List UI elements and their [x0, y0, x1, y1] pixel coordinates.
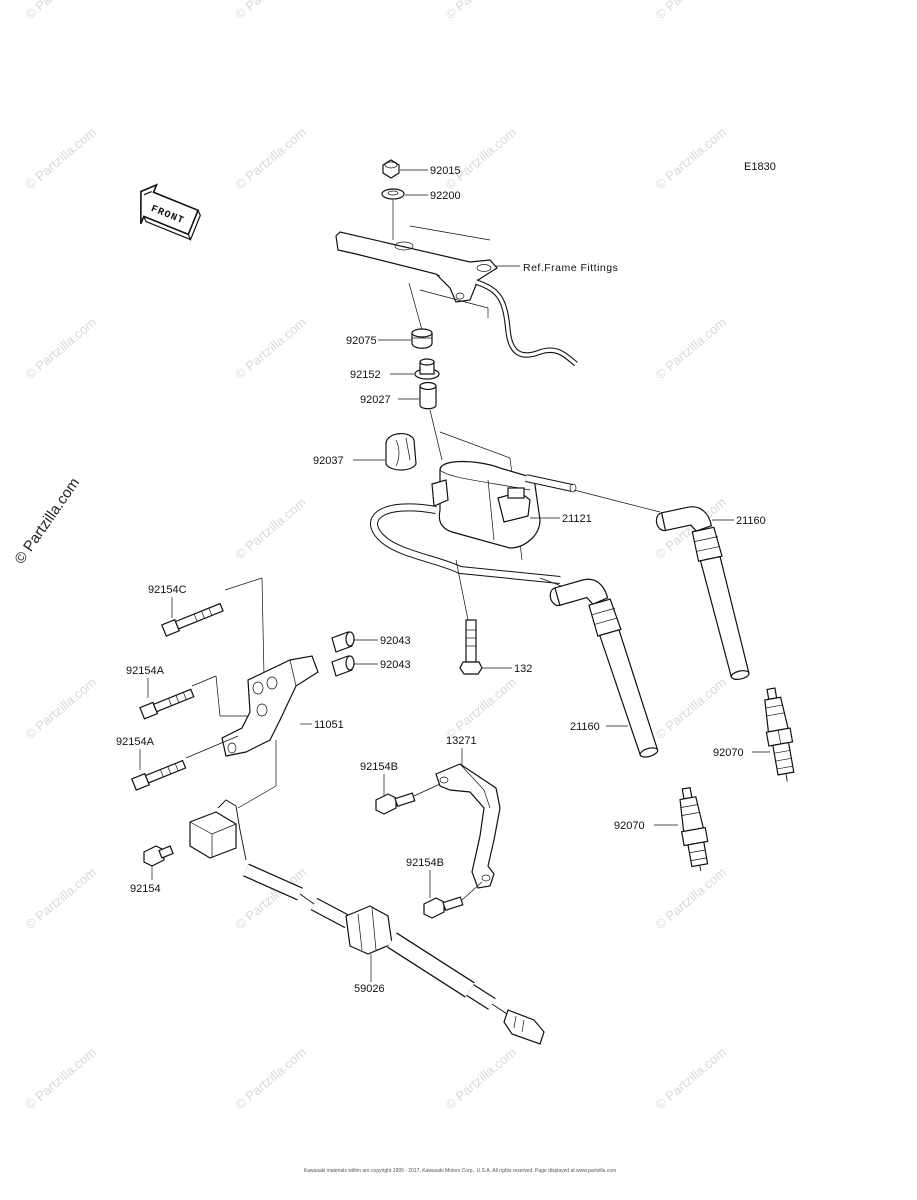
bolt-92154B-bottom: [423, 896, 464, 919]
watermark: © Partzilla.com: [232, 124, 309, 192]
pickup-coil-59026: [189, 799, 545, 1045]
bracket-11051: [221, 655, 319, 757]
ignition-coil-21121: [370, 460, 577, 584]
watermark: © Partzilla.com: [442, 124, 519, 192]
watermark: © Partzilla.com: [232, 1044, 309, 1112]
watermark: © Partzilla.com: [652, 1044, 729, 1112]
watermark: © Partzilla.com: [652, 124, 729, 192]
watermark: © Partzilla.com: [232, 0, 309, 22]
watermark: © Partzilla.com: [232, 314, 309, 382]
spark-plug-92070-right: [764, 687, 795, 782]
label-21121: 21121: [562, 513, 592, 525]
watermark: © Partzilla.com: [442, 1044, 519, 1112]
label-92200: 92200: [430, 190, 461, 202]
bolt-92154: [143, 845, 174, 867]
collar-92152: [414, 358, 440, 380]
watermark: © Partzilla.com: [652, 314, 729, 382]
copyright-footer: Kawasaki materials within are copyright …: [303, 1168, 617, 1174]
label-92043-bottom: 92043: [380, 659, 411, 671]
label-92037: 92037: [313, 455, 344, 467]
label-92154C: 92154C: [148, 584, 187, 596]
collar-92043-bottom: [331, 655, 355, 677]
side-watermark: © Partzilla.com: [11, 475, 83, 568]
clamp-92037: [385, 433, 417, 471]
collar-92043-top: [331, 631, 355, 653]
sleeve-92027: [419, 381, 437, 410]
label-21160-right: 21160: [736, 515, 766, 527]
label-11051: 11051: [314, 719, 344, 731]
bolt-92154C: [161, 602, 224, 637]
washer-92200: [381, 188, 405, 200]
watermark: © Partzilla.com: [22, 1044, 99, 1112]
label-92154: 92154: [130, 883, 161, 895]
label-92152: 92152: [350, 369, 381, 381]
label-92154A-bottom: 92154A: [116, 736, 155, 748]
watermark: © Partzilla.com: [652, 864, 729, 932]
watermark: © Partzilla.com: [232, 494, 309, 562]
spark-plug-92070-left: [679, 786, 709, 872]
spark-plug-cap-21160-right: [655, 506, 750, 680]
watermark: © Partzilla.com: [442, 0, 519, 22]
label-13271: 13271: [446, 735, 477, 747]
watermark: © Partzilla.com: [442, 674, 519, 742]
label-92015: 92015: [430, 165, 461, 177]
label-ref-frame-fittings: Ref.Frame Fittings: [523, 262, 618, 274]
watermark: © Partzilla.com: [22, 314, 99, 382]
label-92027: 92027: [360, 394, 391, 406]
spark-plug-cap-21160-left: [549, 578, 659, 758]
watermark: © Partzilla.com: [22, 674, 99, 742]
label-92043-top: 92043: [380, 635, 411, 647]
label-92154B-bottom: 92154B: [406, 857, 444, 869]
watermark: © Partzilla.com: [22, 0, 99, 22]
front-arrow-icon: FRONT: [140, 183, 201, 242]
grommet-92075: [411, 328, 433, 349]
label-92070-left: 92070: [614, 820, 645, 832]
label-92075: 92075: [346, 335, 377, 347]
watermark: © Partzilla.com: [652, 0, 729, 22]
watermark: © Partzilla.com: [22, 124, 99, 192]
diagram-code: E1830: [744, 161, 776, 173]
label-92070-right: 92070: [713, 747, 744, 759]
label-59026: 59026: [354, 983, 385, 995]
label-92154A-top: 92154A: [126, 665, 165, 677]
label-21160-left: 21160: [570, 721, 600, 733]
watermark: © Partzilla.com: [22, 864, 99, 932]
bolt-92154A-top: [139, 688, 195, 720]
label-132: 132: [514, 663, 532, 675]
label-92154B-top: 92154B: [360, 761, 398, 773]
bolt-92154B-top: [375, 792, 416, 815]
frame-bracket: [335, 231, 578, 367]
nut-92015: [382, 159, 400, 179]
bolt-132: [459, 619, 483, 675]
cover-13271: [435, 763, 501, 889]
bolt-92154A-bottom: [131, 759, 187, 791]
watermark: © Partzilla.com: [652, 674, 729, 742]
